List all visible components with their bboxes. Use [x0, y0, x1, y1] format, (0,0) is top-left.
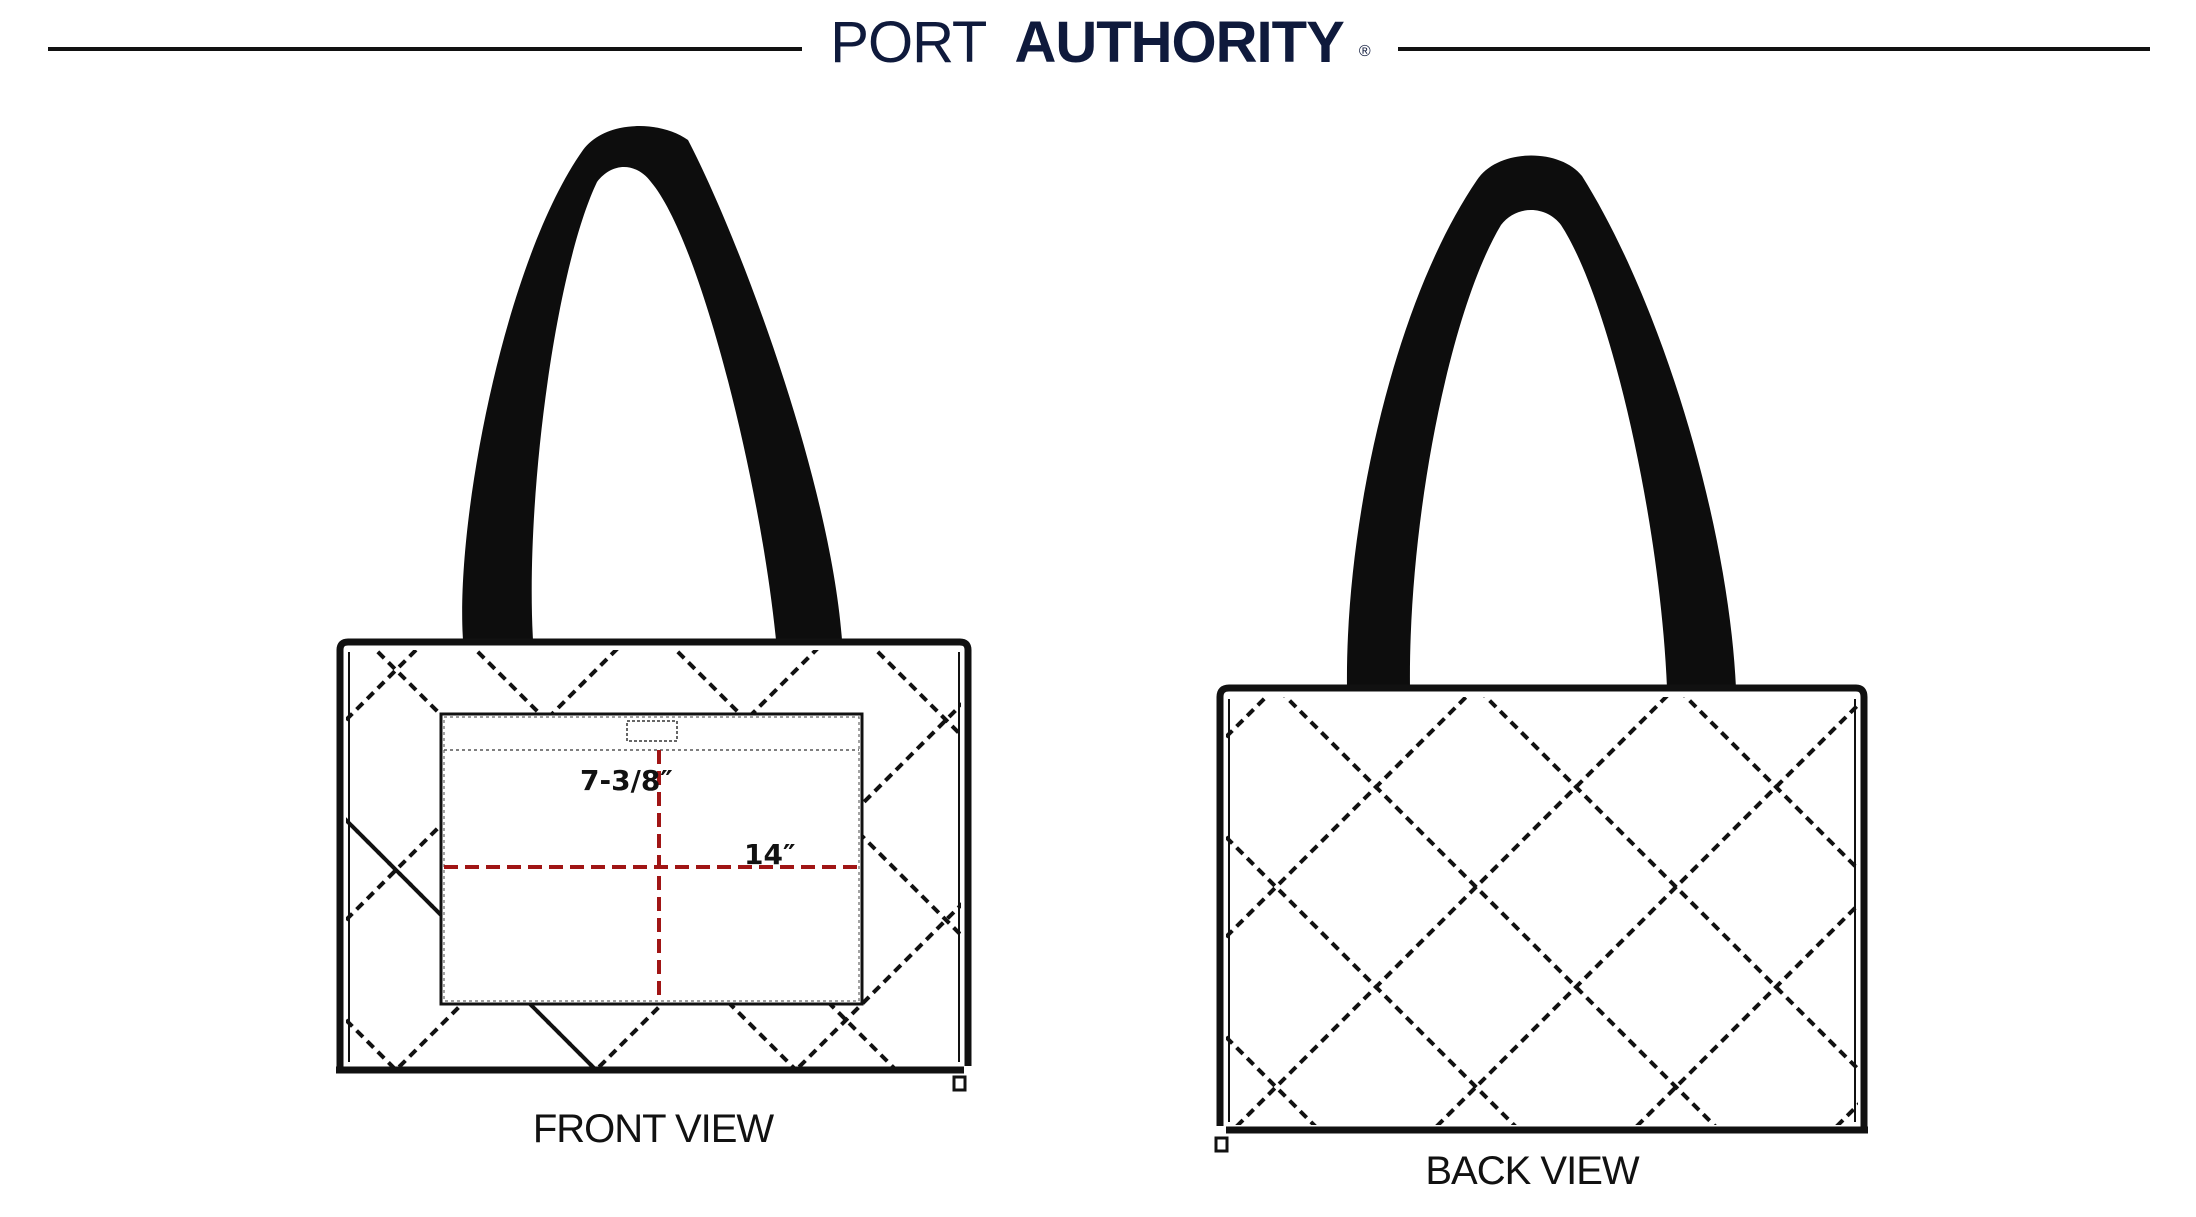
header: PORT AUTHORITY ® — [48, 10, 2150, 75]
front-view: 7-3/8″ 14″ FRONT VIEW — [336, 126, 972, 1151]
front-bag-outline — [336, 638, 972, 1070]
brand-word-port: PORT — [830, 10, 987, 75]
brand-logo: PORT AUTHORITY ® — [830, 10, 1371, 75]
back-strap — [1346, 155, 1736, 688]
registered-mark: ® — [1359, 43, 1371, 60]
back-bag-outline — [1216, 684, 1868, 1130]
front-zipper-pull — [952, 1075, 967, 1092]
front-pocket: 7-3/8″ 14″ — [439, 712, 864, 1006]
dimension-width-label: 14″ — [744, 838, 795, 871]
pocket-label-tab — [626, 720, 678, 742]
back-zipper-pull — [1214, 1136, 1229, 1153]
back-view: BACK VIEW — [1214, 155, 1868, 1193]
dimension-height-label: 7-3/8″ — [580, 764, 673, 797]
brand-word-authority: AUTHORITY — [1014, 10, 1344, 75]
back-quilt-pattern — [1226, 697, 1858, 1125]
back-view-label: BACK VIEW — [1425, 1149, 1640, 1193]
front-view-label: FRONT VIEW — [533, 1107, 775, 1151]
front-strap — [462, 126, 842, 641]
